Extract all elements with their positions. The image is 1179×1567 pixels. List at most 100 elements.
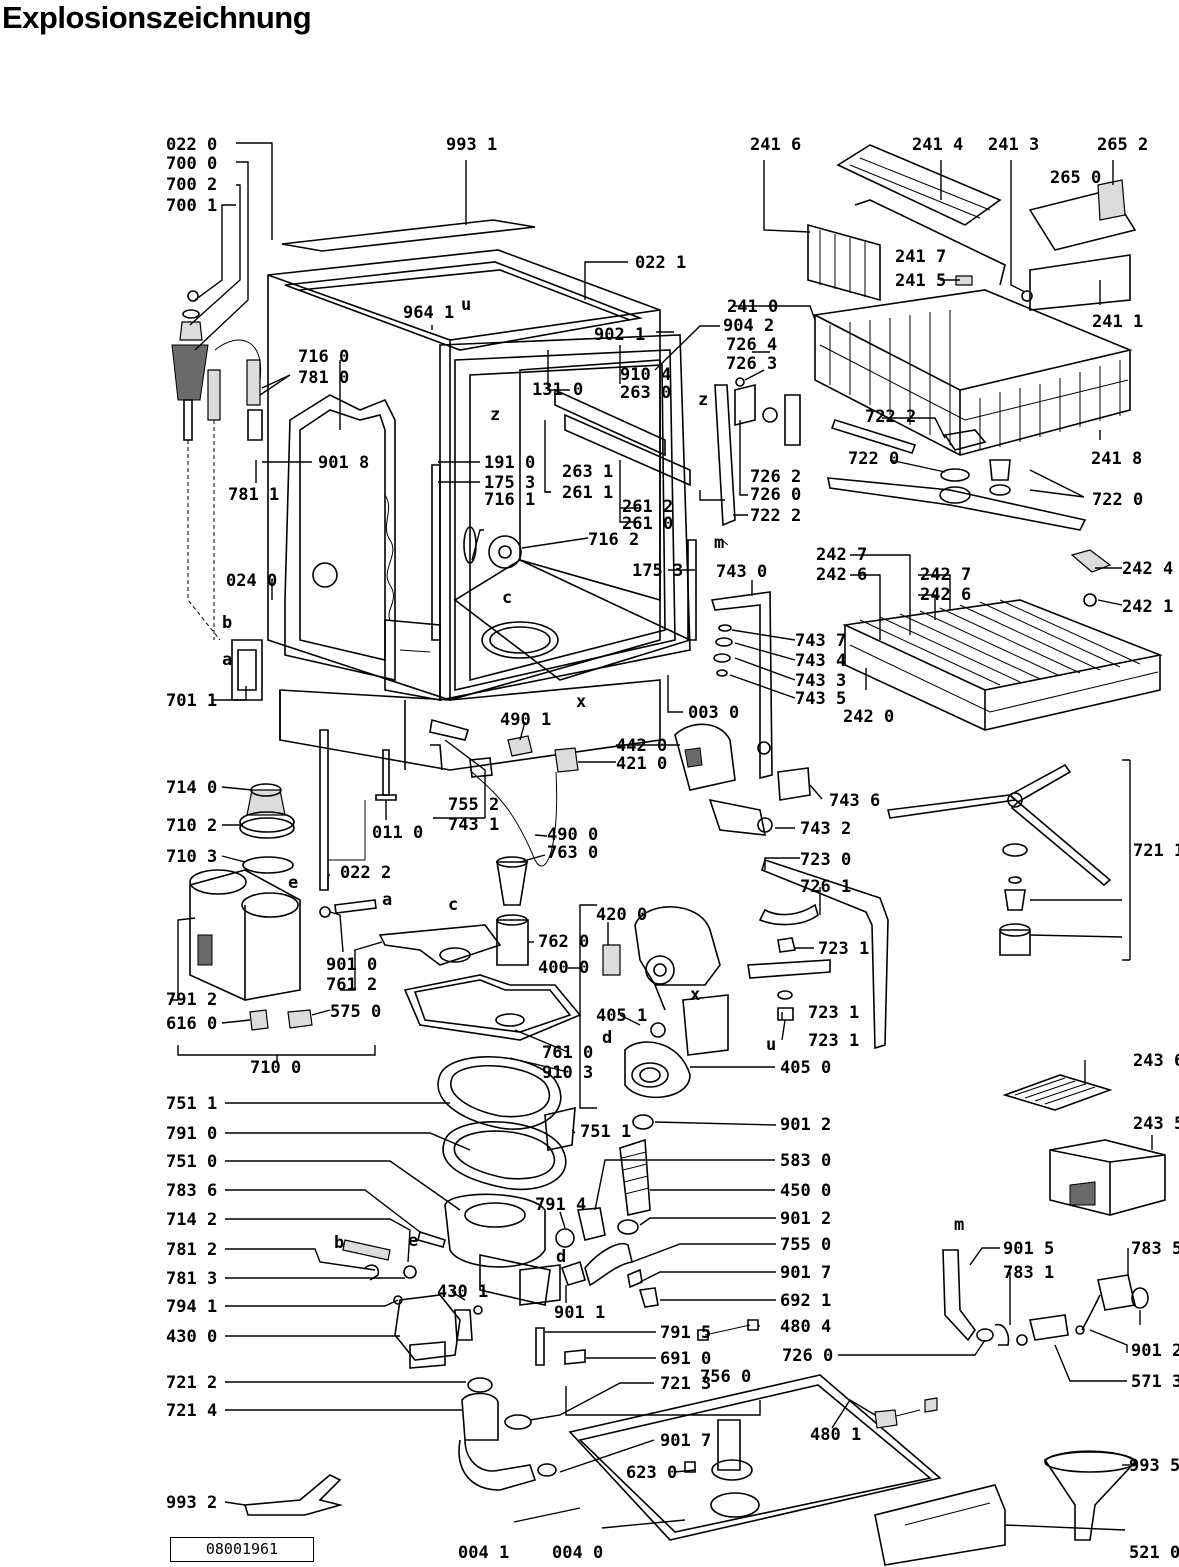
- part-label: 420 0: [596, 905, 647, 925]
- part-label: 242 7: [816, 545, 867, 565]
- marker-letter: x: [690, 985, 700, 1005]
- part-label: 004 1: [458, 1543, 509, 1563]
- part-label: 004 0: [552, 1543, 603, 1563]
- part-label: 722 2: [865, 407, 916, 427]
- part-label: 616 0: [166, 1014, 217, 1034]
- part-label: 743 3: [795, 671, 846, 691]
- marker-letter: m: [954, 1215, 964, 1235]
- part-label: 781 1: [228, 485, 279, 505]
- part-label: 901 1: [554, 1303, 605, 1323]
- part-label: 430 0: [166, 1327, 217, 1347]
- marker-letter: u: [461, 295, 471, 315]
- part-label: 721 4: [166, 1401, 217, 1421]
- part-label: 721 1: [1133, 841, 1179, 861]
- part-label: 022 0: [166, 135, 217, 155]
- part-label: 003 0: [688, 703, 739, 723]
- marker-letter: b: [222, 613, 232, 633]
- part-label: 421 0: [616, 754, 667, 774]
- part-label: 723 1: [808, 1003, 859, 1023]
- part-label: 430 1: [437, 1282, 488, 1302]
- part-label: 726 1: [800, 877, 851, 897]
- part-label: 241 4: [912, 135, 963, 155]
- tub: [267, 249, 693, 771]
- part-label: 024 0: [226, 571, 277, 591]
- part-label: 743 1: [448, 815, 499, 835]
- part-label: 241 0: [727, 297, 778, 317]
- marker-letter: u: [766, 1035, 776, 1055]
- part-label: 490 1: [500, 710, 551, 730]
- part-label: 910 3: [542, 1063, 593, 1083]
- part-label: 993 1: [446, 135, 497, 155]
- part-label: 241 6: [750, 135, 801, 155]
- part-label: 743 6: [829, 791, 880, 811]
- part-label: 261 1: [562, 483, 613, 503]
- part-label: 623 0: [626, 1463, 677, 1483]
- part-label: 480 4: [780, 1317, 831, 1337]
- part-label: 242 1: [1122, 597, 1173, 617]
- part-label: 442 0: [616, 736, 667, 756]
- part-label: 722 0: [848, 449, 899, 469]
- part-label: 700 1: [166, 196, 217, 216]
- part-label: 993 2: [166, 1493, 217, 1513]
- part-label: 263 1: [562, 462, 613, 482]
- part-label: 490 0: [547, 825, 598, 845]
- leader-lines: [170, 142, 1153, 1531]
- part-label: 263 0: [620, 383, 671, 403]
- part-label: 480 1: [810, 1425, 861, 1445]
- letter-markers: u z z m c x b a e a c x d u d b e m: [222, 295, 964, 1267]
- part-label: 761 0: [542, 1043, 593, 1063]
- part-label: 743 4: [795, 651, 846, 671]
- marker-letter: z: [698, 390, 708, 410]
- upper-basket: [812, 289, 1133, 456]
- lower-basket: [842, 599, 1163, 731]
- part-label: 783 6: [166, 1181, 217, 1201]
- marker-letter: a: [382, 890, 392, 910]
- part-label: 714 0: [166, 778, 217, 798]
- part-label: 751 0: [166, 1152, 217, 1172]
- part-label: 783 5: [1131, 1239, 1179, 1259]
- part-label: 783 1: [1003, 1263, 1054, 1283]
- part-label: 242 0: [843, 707, 894, 727]
- part-label: 716 2: [588, 530, 639, 550]
- part-label: 723 1: [808, 1031, 859, 1051]
- part-label: 700 2: [166, 175, 217, 195]
- part-label: 781 3: [166, 1269, 217, 1289]
- part-label: 791 5: [660, 1323, 711, 1343]
- part-label: 902 1: [594, 325, 645, 345]
- part-label: 721 3: [660, 1374, 711, 1394]
- part-label: 722 2: [750, 506, 801, 526]
- marker-letter: a: [222, 650, 232, 670]
- part-label: 901 2: [780, 1209, 831, 1229]
- part-label: 726 0: [782, 1346, 833, 1366]
- part-label: 405 0: [780, 1058, 831, 1078]
- part-label: 241 3: [988, 135, 1039, 155]
- part-label: 700 0: [166, 154, 217, 174]
- marker-letter: c: [448, 895, 458, 915]
- part-label: 794 1: [166, 1297, 217, 1317]
- part-label: 243 5: [1133, 1114, 1179, 1134]
- part-label: 710 3: [166, 847, 217, 867]
- marker-letter: m: [714, 533, 724, 553]
- marker-letter: e: [288, 873, 298, 893]
- part-label: 691 0: [660, 1349, 711, 1369]
- part-label: 400 0: [538, 958, 589, 978]
- part-label: 022 1: [635, 253, 686, 273]
- part-label: 901 5: [1003, 1239, 1054, 1259]
- part-label: 761 2: [326, 975, 377, 995]
- part-label: 241 8: [1091, 449, 1142, 469]
- part-label: 726 2: [750, 467, 801, 487]
- part-label: 723 0: [800, 850, 851, 870]
- part-label: 743 7: [795, 631, 846, 651]
- part-label: 901 2: [780, 1115, 831, 1135]
- part-label: 191 0: [484, 453, 535, 473]
- part-label: 521 0: [1129, 1543, 1179, 1563]
- part-label: 791 4: [535, 1195, 586, 1215]
- part-label: 791 2: [166, 990, 217, 1010]
- marker-letter: e: [408, 1231, 418, 1251]
- part-label: 964 1: [403, 303, 454, 323]
- parts-artwork: [171, 144, 1166, 1566]
- part-label: 901 2: [1131, 1341, 1179, 1361]
- part-label: 904 2: [723, 316, 774, 336]
- part-label: 901 7: [780, 1263, 831, 1283]
- part-label: 265 0: [1050, 168, 1101, 188]
